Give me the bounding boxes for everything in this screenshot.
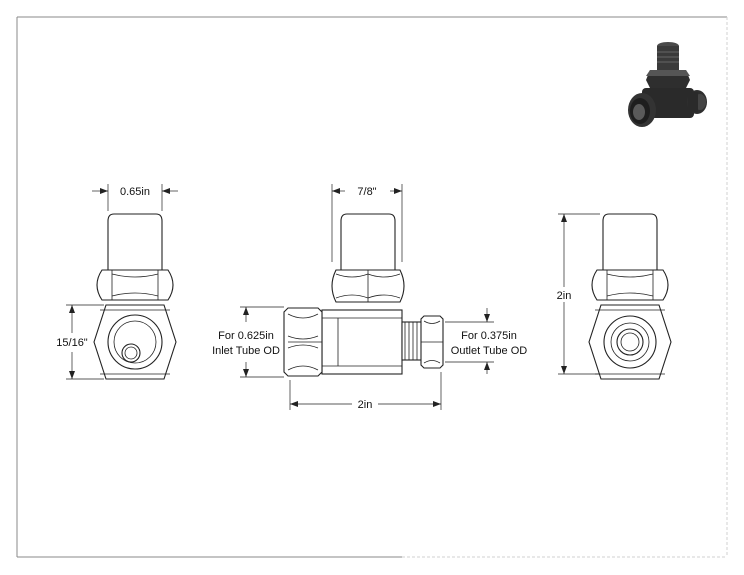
dim-left-width-label: 0.65in (120, 186, 150, 198)
dim-left-height-label: 15/16" (56, 337, 88, 349)
inlet-callout-line2: Inlet Tube OD (212, 345, 280, 357)
left-side-view: 0.65in 15/16" (56, 184, 178, 380)
inlet-callout-line1: For 0.625in (218, 330, 274, 342)
dim-front-length: 2in (289, 372, 442, 411)
dim-right-height: 2in (557, 213, 600, 375)
inlet-tube-callout: For 0.625in Inlet Tube OD (212, 306, 284, 378)
right-side-view: 2in (557, 213, 672, 380)
outlet-callout-line1: For 0.375in (461, 330, 517, 342)
dim-right-height-label: 2in (557, 290, 572, 302)
outlet-tube-callout: For 0.375in Outlet Tube OD (445, 308, 527, 374)
outlet-callout-line2: Outlet Tube OD (451, 345, 527, 357)
sheet-border (16, 16, 728, 558)
dim-front-top-width: 7/8" (331, 184, 403, 262)
dim-left-width: 0.65in (92, 184, 178, 211)
dim-front-length-label: 2in (358, 399, 373, 411)
dim-left-height: 15/16" (56, 304, 104, 380)
isometric-valve-render-icon (628, 42, 707, 127)
front-view: 7/8" 2in For 0.625in Inlet Tube OD (212, 184, 527, 411)
dim-front-top-width-label: 7/8" (357, 186, 376, 198)
